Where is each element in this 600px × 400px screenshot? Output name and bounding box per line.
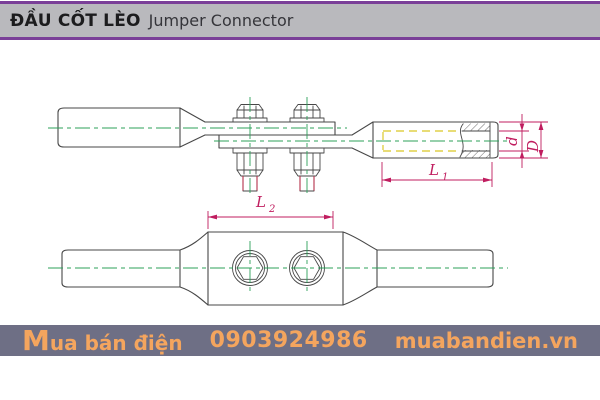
right-cylinder-outline <box>376 249 494 288</box>
palm-plate <box>207 231 344 306</box>
dimension-d: d <box>499 114 529 168</box>
left-barrel-outline <box>57 107 181 148</box>
top-view-centerlines <box>48 97 508 196</box>
right-barrel-outline <box>372 121 499 159</box>
hidden-bore-lines <box>382 130 461 152</box>
page-title-english: Jumper Connector <box>148 11 294 30</box>
bore-section-edges <box>461 130 491 152</box>
section-hatch-top <box>462 123 490 131</box>
left-taper <box>179 107 206 148</box>
dimension-d-label: d <box>503 136 521 146</box>
palm-bars <box>204 121 353 149</box>
page-header: ĐẦU CỐT LÈO Jumper Connector <box>0 1 600 40</box>
thread-stub <box>299 176 315 191</box>
left-transition <box>179 231 209 306</box>
dimension-D: D <box>499 121 548 159</box>
thread-stub <box>242 176 258 191</box>
page-title-vietnamese: ĐẦU CỐT LÈO <box>10 10 141 31</box>
dimension-D-label: D <box>524 140 542 153</box>
brand-name: Mua bán điện <box>22 324 183 357</box>
section-hatch-bottom <box>462 150 490 158</box>
right-taper <box>351 121 374 159</box>
footer-banner: Mua bán điện 0903924986 muabandien.vn <box>0 324 600 357</box>
phone-number: 0903924986 <box>209 328 368 353</box>
top-view: L1 d D <box>48 97 548 196</box>
break-line <box>459 123 464 158</box>
right-transition <box>342 231 378 306</box>
bottom-view-centerlines <box>48 241 508 295</box>
website-url: muabandien.vn <box>394 328 578 353</box>
left-cylinder-outline <box>61 249 181 288</box>
